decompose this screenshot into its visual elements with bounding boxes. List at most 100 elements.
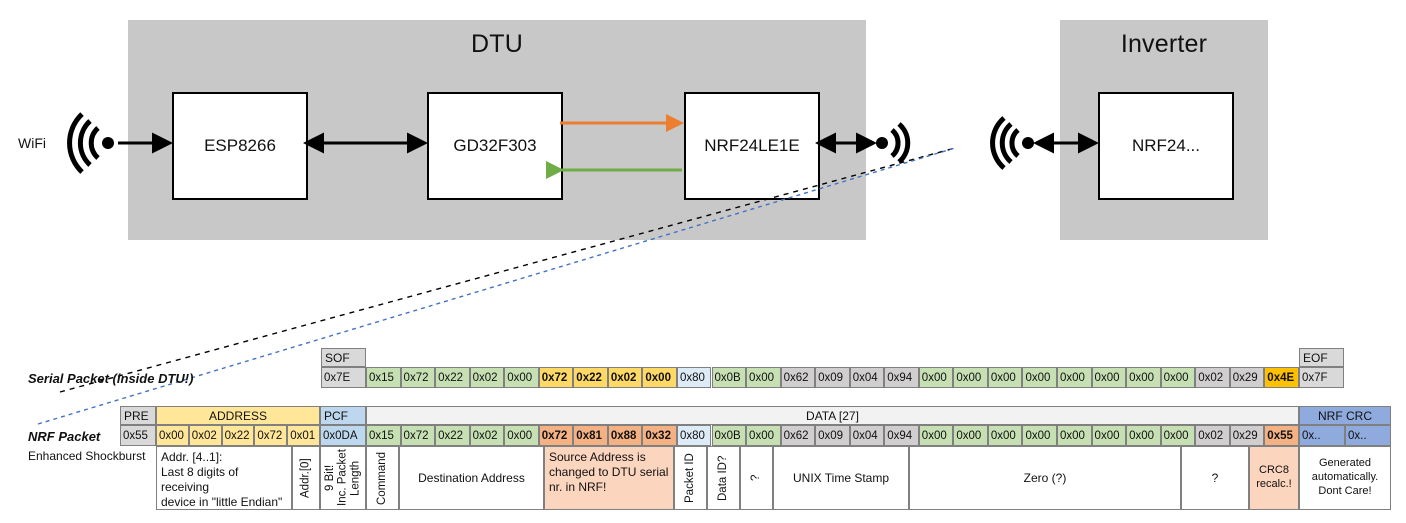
nrf-byte-14: 0x04 xyxy=(849,425,885,446)
desc-unknown-1: ? xyxy=(740,446,773,510)
serial-byte-10: 0x0B xyxy=(711,367,747,388)
nrf-crc-value-0: 0x.. xyxy=(1299,425,1345,446)
nrf-byte-21: 0x00 xyxy=(1091,425,1127,446)
serial-byte-0: 0x15 xyxy=(366,367,401,388)
chip-gd32f303[interactable]: GD32F303 xyxy=(427,92,563,200)
nrf-packet-label: NRF Packet xyxy=(28,429,101,444)
serial-byte-6: 0x22 xyxy=(573,367,608,388)
desc-zero: Zero (?) xyxy=(909,446,1181,510)
nrf-byte-12: 0x62 xyxy=(780,425,816,446)
nrf-packet-sublabel: Enhanced Shockburst xyxy=(28,449,146,463)
chip-nrf24-inverter[interactable]: NRF24... xyxy=(1098,92,1234,200)
nrf-byte-5: 0x72 xyxy=(538,425,574,446)
chip-nrf24le1e-label: NRF24LE1E xyxy=(704,136,800,155)
serial-byte-16: 0x00 xyxy=(918,367,954,388)
pre-header: PRE xyxy=(120,406,156,425)
sof-header: SOF xyxy=(321,348,366,367)
desc-data-id: Data ID? xyxy=(707,446,740,510)
serial-byte-17: 0x00 xyxy=(953,367,988,388)
nrf-byte-4: 0x00 xyxy=(504,425,539,446)
address-byte-4: 0x01 xyxy=(287,425,320,446)
nrf-byte-15: 0x94 xyxy=(884,425,919,446)
wifi-label: WiFi xyxy=(18,135,46,151)
serial-packet-label: Serial Packet (inside DTU!) xyxy=(28,371,194,386)
chip-esp8266[interactable]: ESP8266 xyxy=(172,92,308,200)
desc-command: Command xyxy=(366,446,399,510)
nrf-byte-6: 0x81 xyxy=(573,425,608,446)
desc-destination-address: Destination Address xyxy=(399,446,544,510)
nrf-byte-10: 0x0B xyxy=(711,425,747,446)
serial-byte-26: 0x4E xyxy=(1264,367,1299,388)
desc-packet-length: 9 Bit! Inc. Packet Length xyxy=(320,446,366,510)
nrf-byte-2: 0x22 xyxy=(435,425,470,446)
nrf-byte-26: 0x55 xyxy=(1264,425,1299,446)
serial-byte-8: 0x00 xyxy=(642,367,677,388)
nrf-byte-11: 0x00 xyxy=(746,425,781,446)
nrf-byte-19: 0x00 xyxy=(1022,425,1057,446)
serial-byte-12: 0x62 xyxy=(780,367,816,388)
desc-packet-id: Packet ID xyxy=(674,446,707,510)
nrf-byte-7: 0x88 xyxy=(607,425,643,446)
nrf-byte-25: 0x29 xyxy=(1229,425,1265,446)
serial-byte-13: 0x09 xyxy=(815,367,850,388)
serial-byte-1: 0x72 xyxy=(400,367,436,388)
data-header: DATA [27] xyxy=(366,406,1299,425)
nrf-byte-17: 0x00 xyxy=(953,425,988,446)
nrf-byte-9: 0x80 xyxy=(676,425,712,446)
serial-byte-2: 0x22 xyxy=(435,367,470,388)
serial-byte-7: 0x02 xyxy=(607,367,643,388)
serial-byte-25: 0x29 xyxy=(1229,367,1265,388)
serial-byte-19: 0x00 xyxy=(1022,367,1057,388)
nrf-byte-23: 0x00 xyxy=(1160,425,1196,446)
serial-byte-18: 0x00 xyxy=(987,367,1023,388)
address-byte-2: 0x22 xyxy=(221,425,255,446)
address-byte-3: 0x72 xyxy=(254,425,288,446)
pcf-header: PCF xyxy=(320,406,366,425)
address-header: ADDRESS xyxy=(156,406,320,425)
eof-header: EOF xyxy=(1299,348,1344,367)
wifi-antenna-icon xyxy=(67,112,114,174)
chip-nrf24-inverter-label: NRF24... xyxy=(1131,136,1201,155)
nrf-byte-1: 0x72 xyxy=(400,425,436,446)
chip-nrf24le1e[interactable]: NRF24LE1E xyxy=(684,92,820,200)
pcf-value: 0x0DA xyxy=(320,425,366,446)
nrf-byte-22: 0x00 xyxy=(1126,425,1161,446)
serial-byte-14: 0x04 xyxy=(849,367,885,388)
nrf-byte-0: 0x15 xyxy=(366,425,401,446)
nrf-byte-18: 0x00 xyxy=(987,425,1023,446)
serial-byte-9: 0x80 xyxy=(676,367,712,388)
serial-byte-11: 0x00 xyxy=(746,367,781,388)
nrf-antenna-inverter-icon xyxy=(990,116,1034,170)
pre-value: 0x55 xyxy=(120,425,156,446)
address-byte-1: 0x02 xyxy=(188,425,222,446)
serial-byte-4: 0x00 xyxy=(504,367,539,388)
serial-byte-20: 0x00 xyxy=(1057,367,1092,388)
nrf-byte-13: 0x09 xyxy=(815,425,850,446)
serial-byte-22: 0x00 xyxy=(1126,367,1161,388)
sof-value: 0x7E xyxy=(321,367,366,388)
inverter-title: Inverter xyxy=(1120,30,1208,58)
eof-value: 0x7F xyxy=(1299,367,1344,388)
serial-byte-5: 0x72 xyxy=(538,367,574,388)
desc-crc-note: Generated automatically. Dont Care! xyxy=(1299,446,1391,510)
nrf-byte-24: 0x02 xyxy=(1195,425,1230,446)
desc-addr0: Addr.[0] xyxy=(292,446,320,510)
serial-byte-24: 0x02 xyxy=(1195,367,1230,388)
desc-unknown-2: ? xyxy=(1181,446,1249,510)
serial-byte-23: 0x00 xyxy=(1160,367,1196,388)
nrf-crc-header: NRF CRC xyxy=(1299,406,1391,425)
serial-byte-15: 0x94 xyxy=(884,367,919,388)
nrf-byte-16: 0x00 xyxy=(918,425,954,446)
nrf-crc-value-1: 0x.. xyxy=(1345,425,1391,446)
serial-byte-3: 0x02 xyxy=(469,367,505,388)
nrf-byte-3: 0x02 xyxy=(469,425,505,446)
serial-byte-21: 0x00 xyxy=(1091,367,1127,388)
desc-unix-time-stamp: UNIX Time Stamp xyxy=(773,446,909,510)
address-byte-0: 0x00 xyxy=(156,425,189,446)
nrf-byte-20: 0x00 xyxy=(1057,425,1092,446)
desc-source-address-note: Source Address is changed to DTU serial … xyxy=(544,446,674,510)
desc-crc8: CRC8 recalc.! xyxy=(1249,446,1299,510)
chip-gd32f303-label: GD32F303 xyxy=(453,136,537,155)
nrf-byte-8: 0x32 xyxy=(642,425,677,446)
nrf-antenna-dtu-icon xyxy=(876,122,911,164)
